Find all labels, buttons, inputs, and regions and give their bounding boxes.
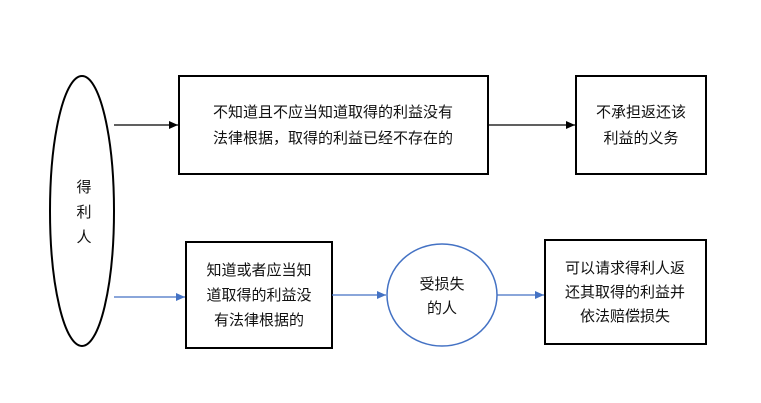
beneficiary-label-line-3: 人 bbox=[76, 228, 91, 246]
bottom-condition-line-2: 道取得的利益没 bbox=[206, 286, 311, 304]
bottom-condition-line-3: 有法律根据的 bbox=[214, 311, 304, 329]
bottom-condition-line-1: 知道或者应当知 bbox=[206, 261, 311, 279]
loss-party-line-2: 的人 bbox=[427, 299, 457, 317]
beneficiary-label-line-1: 得 bbox=[76, 178, 91, 196]
top-condition-box: 不知道且不应当知道取得的利益没有 法律根据，取得的利益已经不存在的 bbox=[178, 75, 489, 175]
bottom-result-line-2: 还其取得的利益并 bbox=[565, 283, 685, 301]
loss-party-line-1: 受损失 bbox=[419, 275, 464, 293]
top-result-line-1: 不承担返还该 bbox=[596, 103, 686, 121]
top-condition-line-2: 法律根据，取得的利益已经不存在的 bbox=[213, 129, 453, 147]
top-condition-line-1: 不知道且不应当知道取得的利益没有 bbox=[213, 103, 453, 121]
bottom-result-line-1: 可以请求得利人返 bbox=[565, 259, 685, 277]
beneficiary-node: 得 利 人 bbox=[49, 75, 115, 347]
loss-party-node: 受损失 的人 bbox=[386, 243, 498, 347]
bottom-result-box: 可以请求得利人返 还其取得的利益并 依法赔偿损失 bbox=[544, 239, 707, 345]
bottom-result-line-3: 依法赔偿损失 bbox=[580, 307, 670, 325]
top-result-line-2: 利益的义务 bbox=[603, 129, 678, 147]
beneficiary-label-line-2: 利 bbox=[76, 203, 91, 221]
bottom-condition-box: 知道或者应当知 道取得的利益没 有法律根据的 bbox=[185, 241, 333, 349]
top-result-box: 不承担返还该 利益的义务 bbox=[575, 75, 707, 175]
